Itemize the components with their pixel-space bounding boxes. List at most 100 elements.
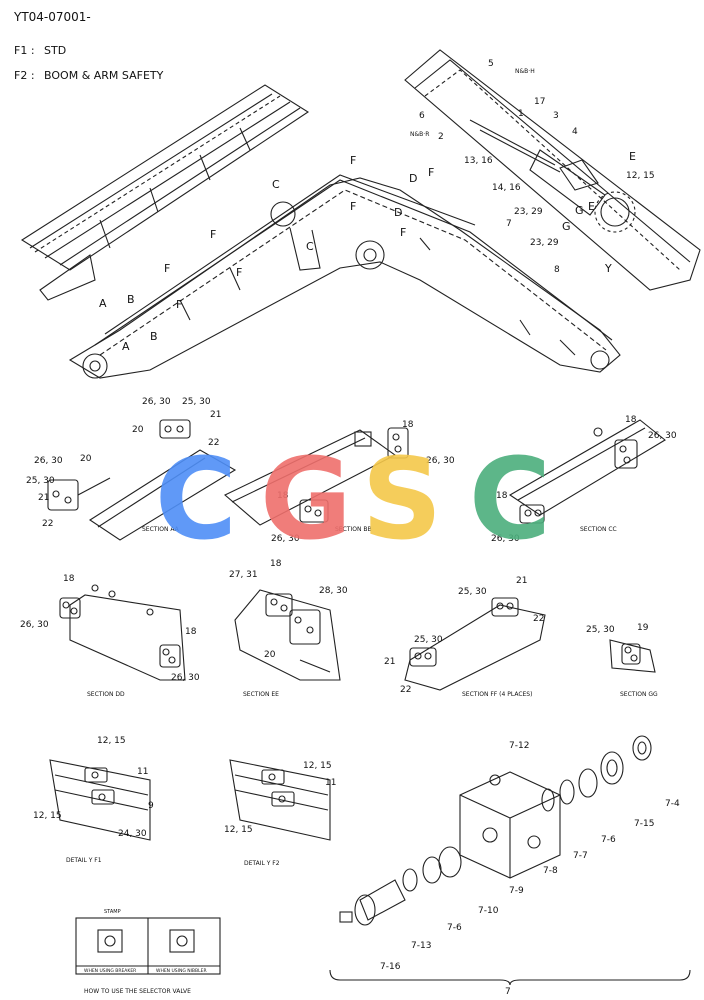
callout-13-16: 13, 16 bbox=[464, 156, 493, 166]
view-Y: Y bbox=[604, 262, 612, 275]
selector-valve-drawing bbox=[329, 735, 691, 986]
legend-f1: F1 : STD bbox=[14, 44, 66, 57]
section-aa-drawing bbox=[47, 419, 237, 541]
valve-7-10: 7-10 bbox=[478, 906, 499, 916]
valve-7-6b: 7-6 bbox=[447, 923, 462, 933]
view-D1: D bbox=[409, 172, 417, 185]
arm-left-drawing bbox=[20, 84, 310, 301]
ff-l2: 25, 30 bbox=[458, 587, 487, 597]
aa-l10: 22 bbox=[42, 519, 53, 529]
gg-l2: 19 bbox=[637, 623, 649, 633]
aa-caption: SECTION AA bbox=[142, 526, 180, 533]
valve-7-8: 7-8 bbox=[543, 866, 558, 876]
ee-l1: 27, 31 bbox=[229, 570, 258, 580]
view-B1: B bbox=[127, 293, 135, 306]
ff-caption: SECTION FF (4 PLACES) bbox=[462, 691, 532, 698]
dd-caption: SECTION DD bbox=[87, 691, 125, 698]
selector-left-label: WHEN USING BREAKER bbox=[84, 968, 136, 974]
section-bb-drawing bbox=[224, 427, 409, 526]
watermark-letter-4: C bbox=[469, 435, 551, 565]
view-F8: F bbox=[176, 298, 182, 311]
f2-l2: 11 bbox=[325, 778, 336, 788]
valve-7-6: 7-6 bbox=[601, 835, 616, 845]
legend-f1-key: F1 : bbox=[14, 44, 35, 57]
aa-l1: 26, 30 bbox=[142, 397, 171, 407]
view-B2: B bbox=[150, 330, 158, 343]
aa-l9: 21 bbox=[38, 493, 49, 503]
part-code: YT04-07001- bbox=[14, 10, 91, 24]
legend-f1-text: STD bbox=[44, 44, 67, 57]
cc-l1: 18 bbox=[625, 415, 637, 425]
callout-23-29b: 23, 29 bbox=[530, 238, 559, 248]
cc-l3: 18 bbox=[496, 491, 508, 501]
ee-l2: 18 bbox=[270, 559, 282, 569]
callout-12-15: 12, 15 bbox=[626, 171, 655, 181]
ee-l3: 28, 30 bbox=[319, 586, 348, 596]
callout-8: 8 bbox=[554, 265, 560, 275]
aa-l3: 21 bbox=[210, 410, 221, 420]
view-G1: G bbox=[562, 220, 571, 233]
f1-l1: 12, 15 bbox=[97, 736, 126, 746]
view-C1: C bbox=[272, 178, 280, 191]
callout-nbr: N&B·R bbox=[410, 131, 429, 138]
gg-caption: SECTION GG bbox=[620, 691, 658, 698]
view-F6: F bbox=[236, 266, 242, 279]
ee-caption: SECTION EE bbox=[243, 691, 279, 698]
f2-l3: 12, 15 bbox=[224, 825, 253, 835]
f1-l3: 9 bbox=[148, 801, 154, 811]
callout-4: 4 bbox=[572, 127, 578, 137]
legend-f2: F2 : BOOM & ARM SAFETY bbox=[14, 69, 163, 82]
callout-3: 3 bbox=[553, 111, 559, 121]
dd-l3: 18 bbox=[185, 627, 197, 637]
view-F1: F bbox=[350, 154, 356, 167]
view-F5: F bbox=[210, 228, 216, 241]
view-C2: C bbox=[306, 240, 314, 253]
selector-panel-drawing bbox=[75, 917, 221, 975]
valve-7-9: 7-9 bbox=[509, 886, 524, 896]
callout-7: 7 bbox=[506, 219, 512, 229]
bb-caption: SECTION BB bbox=[335, 526, 372, 533]
view-D2: D bbox=[394, 206, 402, 219]
aa-l8: 25, 30 bbox=[26, 476, 55, 486]
section-gg-drawing bbox=[609, 639, 656, 673]
arm-right-drawing bbox=[404, 49, 701, 291]
detail-f1-drawing bbox=[49, 759, 151, 841]
bb-l1: 18 bbox=[402, 420, 414, 430]
ff-l6: 22 bbox=[400, 685, 411, 695]
f2-caption: DETAIL Y F2 bbox=[244, 860, 280, 867]
view-F4: F bbox=[400, 226, 406, 239]
callout-6: 6 bbox=[419, 111, 425, 121]
boom-callouts: 5 6 N&B·H N&B·R 2 1 17 3 4 13, 16 14, 16… bbox=[99, 59, 655, 353]
section-dd-drawing bbox=[59, 584, 186, 681]
aa-l7: 20 bbox=[80, 454, 92, 464]
callout-23-29a: 23, 29 bbox=[514, 207, 543, 217]
valve-7-15: 7-15 bbox=[634, 819, 654, 829]
bb-l3: 18 bbox=[277, 491, 289, 501]
selector-stamp: STAMP bbox=[104, 909, 121, 915]
view-A1: A bbox=[99, 297, 107, 310]
legend-f2-text: BOOM & ARM SAFETY bbox=[44, 69, 164, 82]
ff-l5: 21 bbox=[384, 657, 395, 667]
aa-l5: 22 bbox=[208, 438, 219, 448]
f1-l5: 24, 30 bbox=[118, 829, 147, 839]
section-ee-drawing bbox=[234, 589, 341, 681]
view-F2: F bbox=[428, 166, 434, 179]
f1-l2: 11 bbox=[137, 767, 148, 777]
boom-drawing bbox=[68, 174, 621, 379]
legend-f2-key: F2 : bbox=[14, 69, 35, 82]
callout-5: 5 bbox=[488, 59, 494, 69]
dd-l2: 26, 30 bbox=[20, 620, 49, 630]
dd-l1: 18 bbox=[63, 574, 75, 584]
callout-nbh: N&B·H bbox=[515, 68, 535, 75]
f1-l4: 12, 15 bbox=[33, 811, 62, 821]
callout-17: 17 bbox=[534, 97, 545, 107]
detail-f2-drawing bbox=[229, 759, 331, 841]
cc-l4: 26, 30 bbox=[491, 534, 520, 544]
view-E1: E bbox=[629, 150, 636, 163]
section-cc-drawing bbox=[508, 419, 666, 524]
aa-l6: 26, 30 bbox=[34, 456, 63, 466]
bb-l4: 26, 30 bbox=[271, 534, 300, 544]
valve-7-7: 7-7 bbox=[573, 851, 588, 861]
